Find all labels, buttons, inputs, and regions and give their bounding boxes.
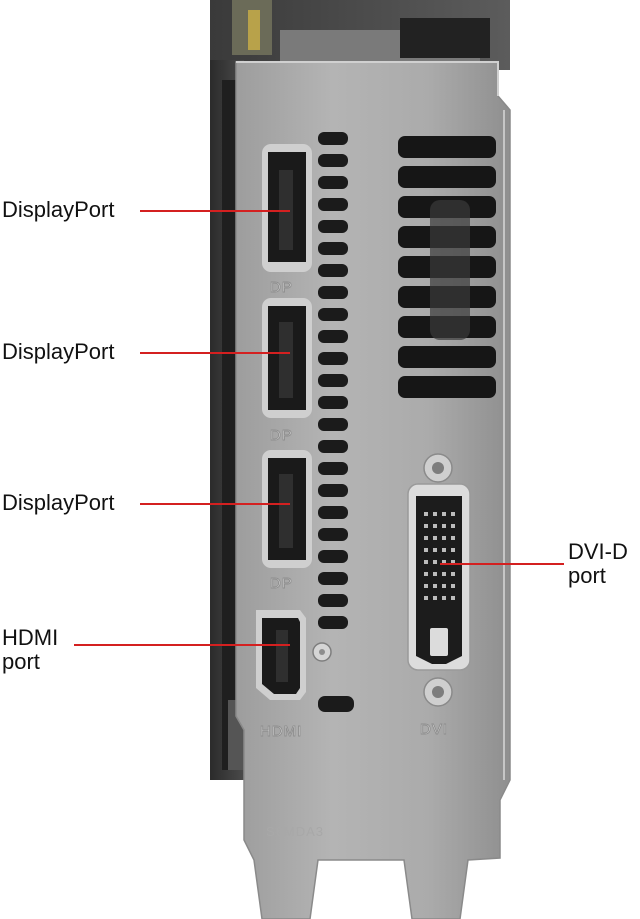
callout-hdmi-port: HDMI port [2,625,59,674]
leader-line-displayport-2 [140,352,290,354]
hdmi-port: HDMI [256,610,332,740]
dvi-pin-grid [424,512,455,600]
leader-line-dvi [440,563,564,565]
fan-shroud-through-vents [430,200,470,340]
displayport-3: DP [262,450,312,592]
vent-slots-left [318,132,354,712]
hdmi-bracket-label: HDMI [260,723,302,740]
leader-line-hdmi [74,644,290,646]
dp1-bracket-label: DP [270,279,293,296]
dp2-bracket-label: DP [270,427,293,444]
dvi-bracket-label: DVI [420,721,448,738]
callout-dvi-port: DVI-D port [568,539,628,588]
callout-displayport-2: DisplayPort [2,339,115,364]
callout-displayport-3: DisplayPort [2,490,115,515]
leader-line-displayport-3 [140,503,290,505]
dvi-port: DVI [407,453,471,738]
leader-line-displayport-1 [140,210,290,212]
displayport-1: DP [262,144,312,296]
dp3-bracket-label: DP [270,575,293,592]
displayport-2: DP [262,298,312,444]
bracket-stamp: S6MDA3 [266,824,324,839]
callout-displayport-1: DisplayPort [2,197,115,222]
